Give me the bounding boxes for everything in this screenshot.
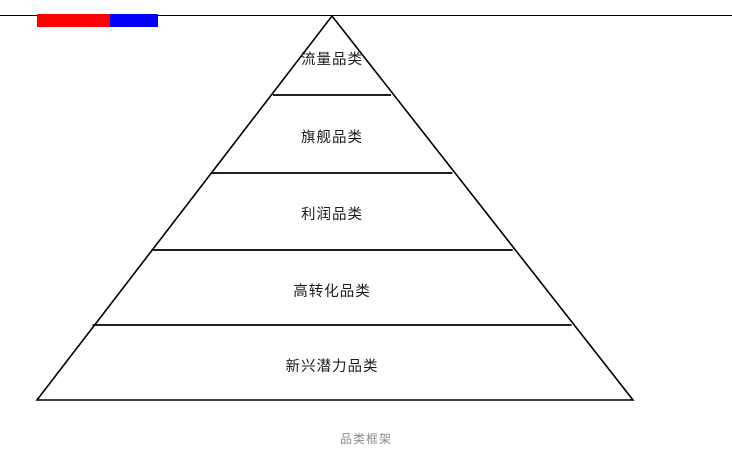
color-legend-bar[interactable]: [37, 14, 158, 27]
top-divider-line: [0, 15, 732, 16]
pyramid-tier-label-5: 新兴潜力品类: [285, 359, 379, 375]
legend-segment-blue[interactable]: [110, 14, 158, 27]
pyramid-svg: [35, 14, 635, 401]
pyramid-tier-label-3: 利润品类: [301, 207, 363, 223]
pyramid-tier-label-2: 旗舰品类: [301, 130, 363, 146]
pyramid-diagram: 流量品类 旗舰品类 利润品类 高转化品类 新兴潜力品类: [35, 14, 635, 401]
pyramid-tier-label-1: 流量品类: [301, 52, 363, 68]
pyramid-outline: [35, 14, 635, 401]
figure-caption: 品类框架: [339, 432, 392, 446]
pyramid-tier-label-4: 高转化品类: [293, 284, 371, 300]
legend-segment-red[interactable]: [37, 14, 110, 27]
